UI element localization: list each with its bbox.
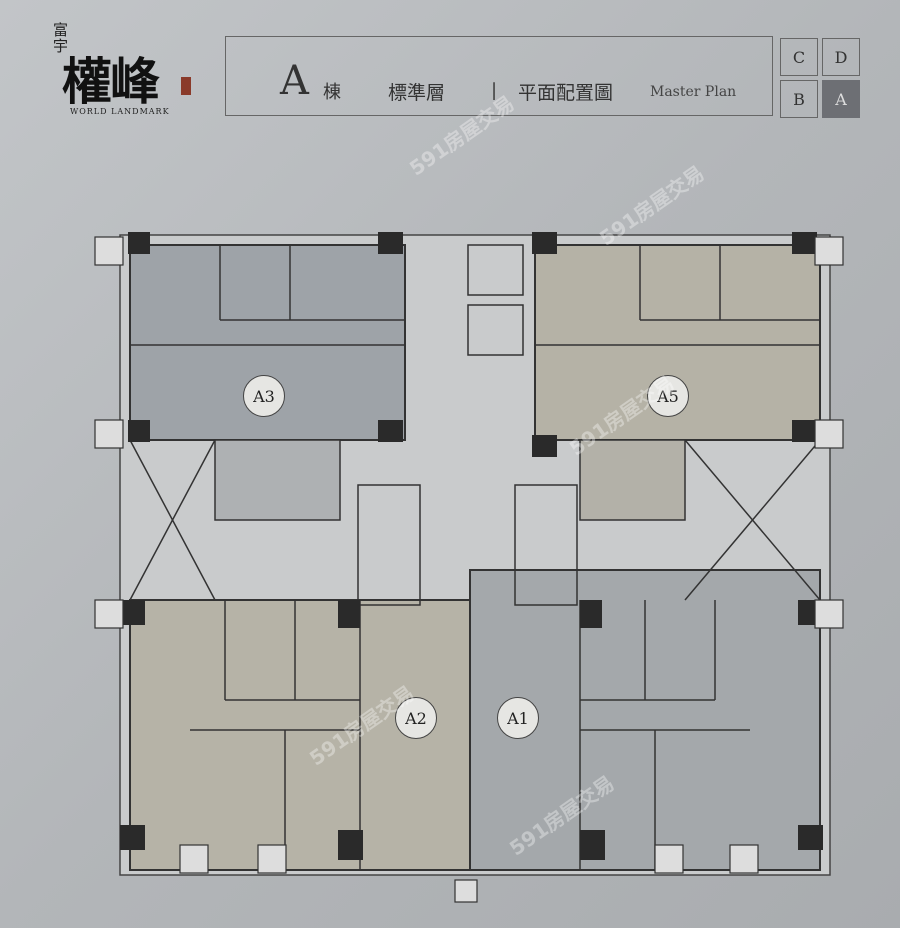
floor-type: 標準層 xyxy=(388,82,446,104)
building-key-a[interactable]: A xyxy=(822,80,860,118)
building-key-c[interactable]: C xyxy=(780,38,818,76)
logo-seal xyxy=(181,77,191,95)
interior-walls xyxy=(129,244,821,870)
unit-label-a5: A5 xyxy=(647,375,689,417)
title-box xyxy=(225,36,773,116)
structural-columns xyxy=(120,232,823,860)
shafts xyxy=(94,236,844,903)
unit-label-a3: A3 xyxy=(243,375,285,417)
building-key-d[interactable]: D xyxy=(822,38,860,76)
building-letter: A xyxy=(280,58,309,104)
logo-main: 權峰 xyxy=(62,52,160,111)
unit-label-a2: A2 xyxy=(395,697,437,739)
plan-title-en: Master Plan xyxy=(650,84,737,100)
logo-sub: 富宇 xyxy=(51,22,69,54)
unit-label-a1: A1 xyxy=(497,697,539,739)
building-key-b[interactable]: B xyxy=(780,80,818,118)
building-suffix: 棟 xyxy=(323,82,341,103)
logo-english: WORLD LANDMARK xyxy=(70,107,170,116)
title-separator: | xyxy=(491,80,498,101)
plan-title: 平面配置圖 xyxy=(518,82,614,104)
